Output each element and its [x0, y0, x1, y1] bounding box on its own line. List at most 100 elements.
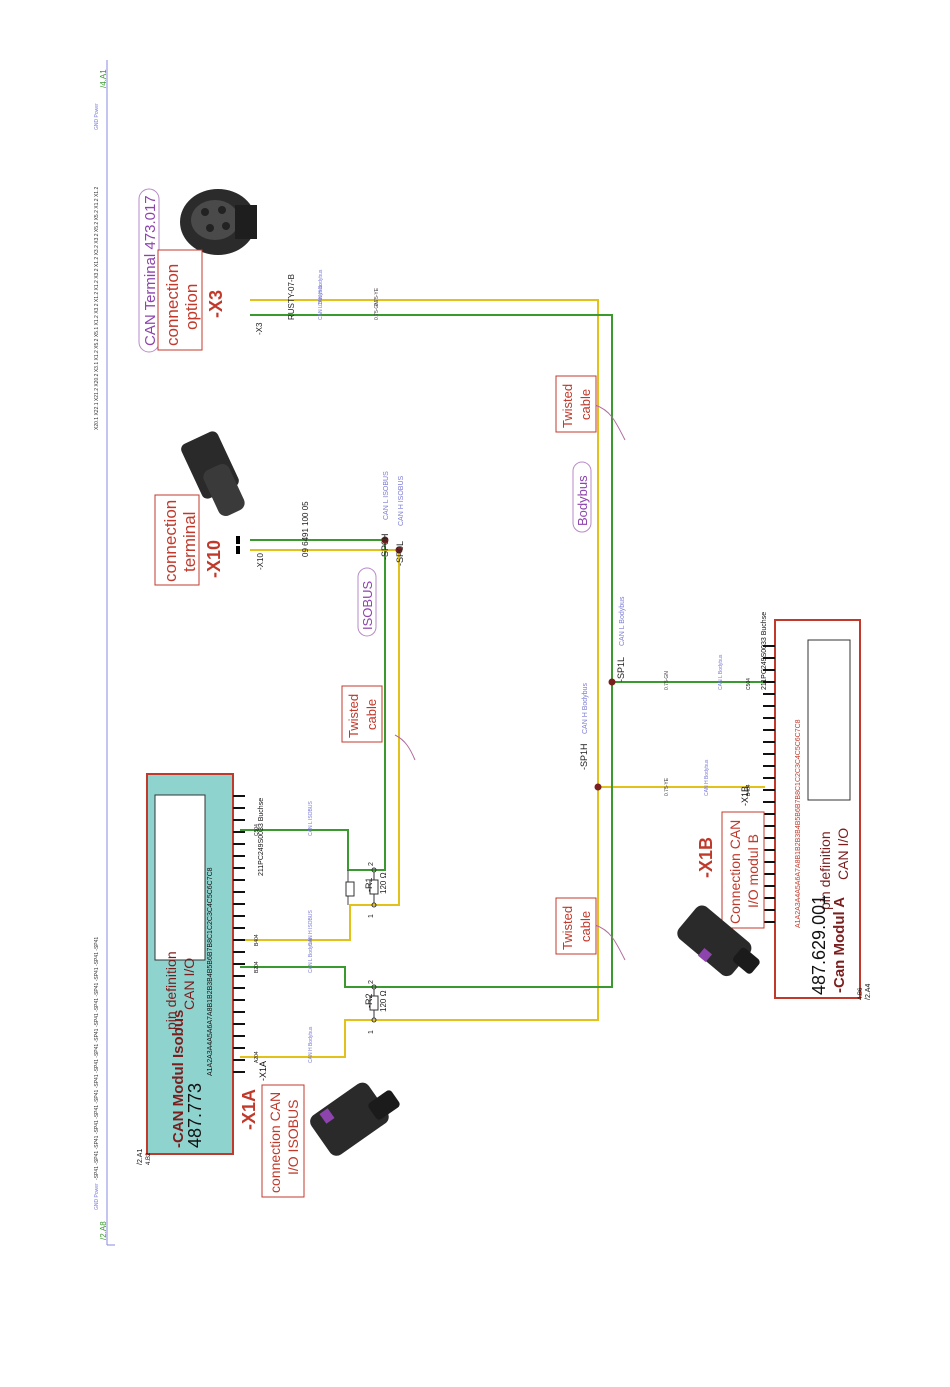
splice-sp0l	[395, 546, 403, 554]
svg-text:B404: B404	[746, 784, 752, 796]
wire-canl-bodybus	[250, 314, 765, 683]
x10-part: 09 6491 100 05	[301, 501, 310, 557]
left-page-ref[interactable]: /2.A8	[99, 1221, 108, 1240]
sp1l-tag: -SP1L	[616, 657, 626, 682]
svg-text:C504: C504	[254, 824, 260, 836]
top-bus-labels: X20.1 X22.1 X21.2 X20.2 X3.1 X1.2 X5.2 X…	[94, 187, 100, 430]
r2-tag: -R2	[364, 993, 374, 1008]
modul-a-pin-diagram	[807, 639, 851, 801]
svg-text:cable: cable	[364, 699, 379, 730]
isobus-pin-def: pin definition	[163, 951, 179, 1030]
isobus-pins: A1A2A3A4A5A6A7A8B1B2B3B4B5B6B7B8C1C2C3C4…	[207, 867, 214, 1076]
isobus-pin-ticks	[233, 795, 245, 1073]
isobus-name: -CAN Modul Isobus	[170, 1010, 187, 1148]
svg-text:cable: cable	[578, 911, 593, 942]
x3-terminal-label: CAN Terminal 473.017	[142, 195, 159, 346]
x1b-title-1: Connection CAN	[727, 820, 743, 924]
svg-text:CAN L ISOBUS: CAN L ISOBUS	[308, 801, 314, 836]
callout-twisted-cable-3: Twisted cable	[555, 897, 597, 955]
x1a-connector-image	[310, 1082, 400, 1156]
sp1h-tag: -SP1H	[579, 743, 589, 770]
svg-text:0.75-YE: 0.75-YE	[374, 287, 380, 306]
svg-text:CAN H ISOBUS: CAN H ISOBUS	[398, 475, 405, 526]
splice-sp1h	[594, 783, 602, 791]
svg-text:0.75-YE: 0.75-YE	[664, 777, 670, 796]
svg-text:C504: C504	[746, 678, 752, 690]
x1b-title-2: I/O modul B	[745, 834, 761, 908]
x10-title-2: terminal	[180, 512, 199, 572]
svg-text:CAN L Bodybus: CAN L Bodybus	[308, 937, 314, 973]
modul-a-pin-ticks	[763, 645, 775, 923]
svg-text:CAN H Bodybus: CAN H Bodybus	[318, 269, 324, 306]
svg-text:1: 1	[368, 914, 375, 918]
isobus-number: 487.773	[185, 1083, 205, 1148]
x1b-part: 211PC249S0033 Buchse	[761, 612, 768, 690]
isobus-pin-diagram	[154, 794, 206, 961]
x1a-part: 211PC249S0033 Buchse	[258, 798, 265, 876]
x1a-title-2: I/O ISOBUS	[285, 1100, 301, 1175]
modul-a-io: CAN I/O	[835, 828, 851, 880]
svg-text:CAN L Bodybus: CAN L Bodybus	[619, 596, 626, 646]
right-bus-label: GND Power	[94, 103, 100, 130]
x10-ref: -X10	[256, 553, 265, 570]
x1a-tag: -X1A	[239, 1089, 259, 1130]
svg-text:CAN L Bodybus: CAN L Bodybus	[318, 284, 324, 320]
resistor-r2[interactable]	[369, 984, 379, 1023]
x1a-ref: -X1A	[258, 1061, 268, 1081]
left-bus-label: GND Power	[94, 1183, 100, 1210]
svg-text:Twisted: Twisted	[346, 694, 361, 738]
callout-twisted-cable-2: Twisted cable	[341, 685, 383, 743]
x3-part: RUSTY-07-B	[287, 274, 296, 320]
wire-canl-body-left	[240, 682, 613, 988]
sp0h-tag: -SP0H	[380, 533, 390, 560]
splice-sp0h	[381, 536, 389, 544]
wire-canh-bodybus	[250, 299, 765, 788]
svg-text:4.B2: 4.B2	[146, 1152, 152, 1165]
x3-ref: -X3	[255, 322, 264, 335]
svg-text:0.75-GN: 0.75-GN	[374, 301, 380, 320]
svg-text:/2.A4: /2.A4	[865, 984, 872, 1000]
callout-isobus: ISOBUS	[357, 567, 377, 637]
r2-value: 120 Ω	[379, 990, 388, 1012]
callout-twisted-cable-1: Twisted cable	[555, 375, 597, 433]
bottom-bus-labels: -SP41 -SP41 -SP41 -SP41 -SP41 -SP41 -SP4…	[94, 937, 100, 1180]
svg-text:Bodybus: Bodybus	[575, 475, 590, 526]
svg-text:CAN H Bodybus: CAN H Bodybus	[704, 759, 710, 796]
isobus-io: CAN I/O	[181, 958, 197, 1010]
callout-bodybus: Bodybus	[572, 461, 592, 533]
resistor-r1[interactable]	[345, 867, 379, 908]
svg-text:CAN H Bodybus: CAN H Bodybus	[308, 1026, 314, 1063]
svg-text:ISOBUS: ISOBUS	[360, 581, 375, 630]
svg-text:1: 1	[368, 1030, 375, 1034]
x1b-tag: -X1B	[696, 837, 716, 878]
x1b-ref: -X1B	[740, 786, 750, 806]
wire-canl-isobus	[240, 539, 386, 871]
x10-title-1: connection	[161, 500, 180, 582]
modul-a-pins: A1A2A3A4A5A6A7A8B1B2B3B4B5B6B7B8C1C2C3C4…	[795, 719, 802, 928]
svg-text:CAN L Bodybus: CAN L Bodybus	[718, 654, 724, 690]
right-page-ref[interactable]: /4.A1	[99, 69, 108, 88]
x3-connector-image	[180, 189, 257, 255]
modul-a-name: -Can Modul A	[831, 897, 848, 993]
x1b-connector-image	[677, 905, 760, 977]
x1a-title-1: connection CAN	[267, 1092, 283, 1193]
svg-text:CAN H Bodybus: CAN H Bodybus	[582, 683, 589, 734]
wire-canh-isobus	[240, 549, 400, 941]
wire-canh-body-left	[240, 787, 599, 1058]
r1-value: 120 Ω	[379, 872, 388, 894]
svg-text:Twisted: Twisted	[560, 906, 575, 950]
svg-text:2: 2	[368, 862, 375, 866]
x3-tag: -X3	[206, 290, 226, 318]
svg-text:2: 2	[368, 980, 375, 984]
x3-title-1: connection	[163, 264, 182, 346]
svg-text:A204: A204	[254, 1051, 260, 1063]
x10-tag: -X10	[204, 540, 224, 578]
svg-text:4.B6: 4.B6	[858, 987, 864, 1000]
svg-text:cable: cable	[578, 389, 593, 420]
r1-tag: -R1	[364, 877, 374, 892]
svg-text:Twisted: Twisted	[560, 384, 575, 428]
svg-text:B204: B204	[254, 961, 260, 973]
svg-text:B404: B404	[254, 934, 260, 946]
svg-text:0.75-GN: 0.75-GN	[664, 671, 670, 690]
